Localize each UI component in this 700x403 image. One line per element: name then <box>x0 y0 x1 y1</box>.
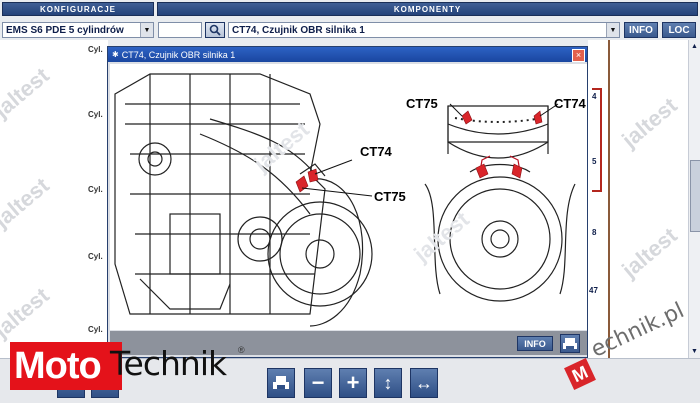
komponenty-header: KOMPONENTY <box>157 2 698 16</box>
schematic-panel-right: jaltest jaltest <box>588 40 688 358</box>
close-button[interactable]: × <box>572 49 585 62</box>
cyl-label: Cyl. <box>88 45 103 54</box>
schematic-panel-left: jaltest jaltest jaltest <box>0 40 108 358</box>
callout-label: CT74 <box>360 144 392 159</box>
brand-logo-technik: Technik <box>110 344 227 383</box>
fit-width-button[interactable]: ↔ <box>410 368 438 398</box>
scroll-down-icon[interactable]: ▼ <box>691 348 698 355</box>
config-select-value: EMS S6 PDE 5 cylindrów <box>6 24 124 36</box>
cyl-label: Cyl. <box>88 110 103 119</box>
watermark: jaltest <box>0 282 54 343</box>
config-select[interactable]: EMS S6 PDE 5 cylindrów ▼ <box>2 22 154 38</box>
scroll-up-icon[interactable]: ▲ <box>691 43 698 50</box>
konfiguracje-header: KONFIGURACJE <box>2 2 154 16</box>
watermark: jaltest <box>617 92 682 153</box>
brand-logo-moto: Moto <box>10 342 122 390</box>
chevron-down-icon[interactable]: ▼ <box>140 23 153 37</box>
dialog-titlebar[interactable]: ✱ CT74, Czujnik OBR silnika 1 <box>108 47 587 62</box>
pin-number: 8 <box>592 228 597 237</box>
dialog-title: CT74, Czujnik OBR silnika 1 <box>121 49 236 60</box>
watermark: jaltest <box>0 62 54 123</box>
print-icon <box>563 338 577 349</box>
pin-number: 5 <box>592 157 597 166</box>
search-input[interactable] <box>158 22 202 38</box>
vertical-scrollbar[interactable]: ▲ ▼ <box>688 40 700 358</box>
dialog-info-button[interactable]: INFO <box>517 336 553 351</box>
search-icon <box>209 24 221 36</box>
watermark: jaltest <box>617 222 682 283</box>
pin-number: 4 <box>592 92 597 101</box>
callout-label: CT75 <box>406 96 438 111</box>
dialog-footer: INFO <box>110 331 587 355</box>
zoom-out-button[interactable]: − <box>304 368 332 398</box>
component-select-value: CT74, Czujnik OBR silnika 1 <box>232 24 365 36</box>
loc-button[interactable]: LOC <box>662 22 696 38</box>
cyl-label: Cyl. <box>88 252 103 261</box>
print-button[interactable] <box>560 334 580 353</box>
chevron-down-icon[interactable]: ▼ <box>606 23 619 37</box>
print-tool-button[interactable] <box>267 368 295 398</box>
component-location-dialog: ✱ CT74, Czujnik OBR silnika 1 × <box>107 46 588 358</box>
window-icon: ✱ <box>112 50 119 59</box>
search-button[interactable] <box>205 22 225 38</box>
pin-number: 47 <box>589 286 598 295</box>
zoom-in-button[interactable]: + <box>339 368 367 398</box>
wire-line <box>608 40 610 358</box>
cyl-label: Cyl. <box>88 185 103 194</box>
engine-drawing <box>114 73 576 327</box>
watermark: jaltest <box>0 172 54 233</box>
registered-mark: ® <box>238 345 245 355</box>
fit-height-button[interactable]: ↕ <box>374 368 402 398</box>
wire-highlight <box>592 88 602 192</box>
info-button[interactable]: INFO <box>624 22 658 38</box>
scrollbar-thumb[interactable] <box>690 160 700 232</box>
print-icon <box>273 376 289 389</box>
component-select[interactable]: CT74, Czujnik OBR silnika 1 ▼ <box>228 22 620 38</box>
callout-label: CT74 <box>554 96 586 111</box>
engine-diagram: CT74 CT75 CT75 CT74 jaltest jaltest <box>110 64 587 330</box>
callout-label: CT75 <box>374 189 406 204</box>
cyl-label: Cyl. <box>88 325 103 334</box>
